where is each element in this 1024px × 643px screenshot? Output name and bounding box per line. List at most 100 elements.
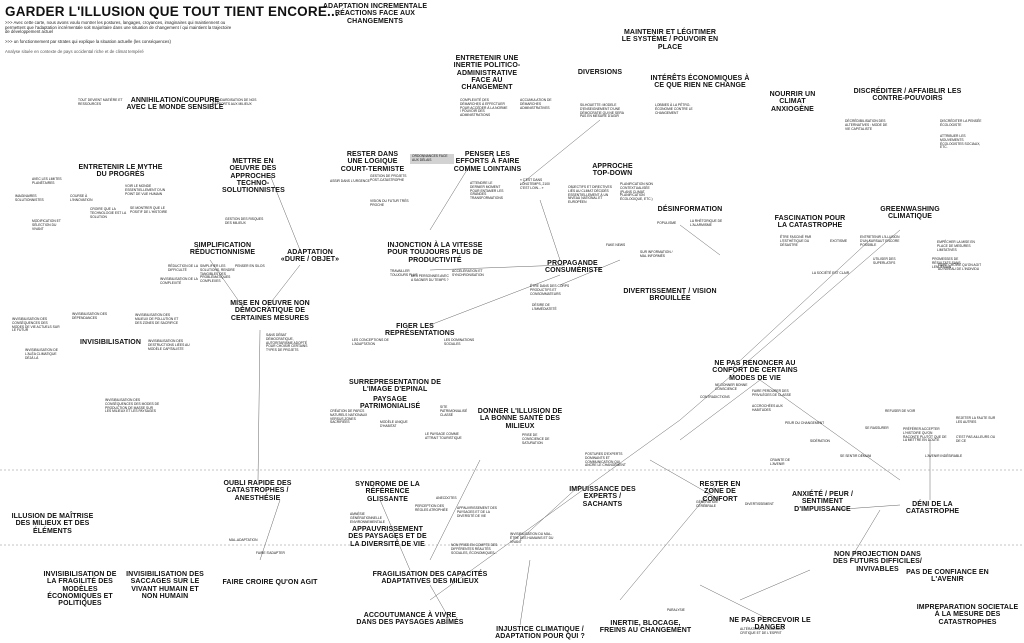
note-planification: PLANIFICATION NON CONTEXTUALISÉE (PLANS … bbox=[620, 182, 653, 202]
note-se-sentir-demuni: SE SENTIR DÉMUNI bbox=[840, 454, 872, 458]
node-fascination: FASCINATION POUR LA CATASTROPHE bbox=[774, 215, 846, 230]
note-acceleration: ACCÉLÉRATION ET SYNCHRONISATION bbox=[452, 269, 484, 277]
note-invisibilisation-alea: INVISIBILISATION DE L'ALÉA CLIMATIQUE DÉ… bbox=[25, 348, 58, 360]
node-figer: FIGER LES REPRÉSENTATIONS bbox=[385, 323, 455, 338]
node-adaptation-dure: ADAPTATION «DURE / OBJET» bbox=[280, 249, 340, 264]
node-diversions: DIVERSIONS bbox=[577, 69, 623, 76]
note-ne-donner-conscience: NE DONNER BONNE CONSCIENCE bbox=[715, 383, 748, 391]
note-cest-pas-ailleurs: C'EST PAS AILLEURS OU DE CE bbox=[956, 435, 996, 443]
note-penser-silos: PENSER EN SILOS bbox=[235, 264, 265, 268]
node-discrediter: DISCRÉDITER / AFFAIBLIR LES CONTRE-POUVO… bbox=[853, 88, 962, 103]
node-paysage-patrimonialise: PAYSAGE PATRIMONIALISÉ bbox=[360, 396, 421, 411]
note-lobbies: LOBBIES À LA PÉTRO-ÉCONOMIE CONTRE LE CH… bbox=[655, 103, 693, 115]
note-preferer-accepter: PRÉFÉRER ACCEPTER L'HISTOIRE QU'ON RACON… bbox=[903, 427, 947, 443]
node-rester-court-terme: RESTER DANS UNE LOGIQUE COURT-TERMISTE bbox=[340, 151, 405, 173]
note-empecher: EMPÊCHER LA MISE EN PLACE DE MESURES LIM… bbox=[937, 240, 975, 252]
node-oubli-rapide: OUBLI RAPIDE DES CATASTROPHES / ANESTHÉS… bbox=[223, 480, 292, 502]
note-faire-adapter: FAIRE S'ADAPTER bbox=[256, 551, 285, 555]
note-limites: AVEC LES LIMITES PLANÉTAIRES bbox=[32, 177, 62, 185]
note-modification: MODIFICATION ET SÉLECTION DU VIVANT bbox=[32, 219, 61, 231]
node-invisibilisation-saccages: INVISIBILISATION DES SACCAGES SUR LE VIV… bbox=[126, 571, 204, 601]
note-etre-dans: ÊTRE DANS DES CORPS PRODUCTIFS ET CONSOM… bbox=[530, 284, 570, 296]
node-invisibilisation: INVISIBILISATION bbox=[80, 339, 141, 346]
note-vision-monde: VOIR LE MONDE ESSENTIELLEMENT D'UN POINT… bbox=[125, 184, 166, 196]
note-invisibilisation-complexite: INVISIBILISATION DE LA COMPLEXITÉ bbox=[160, 277, 198, 285]
note-perception-regles: PERCEPTION DES RÈGLES ATROPHIÉE bbox=[415, 504, 448, 512]
note-rejeter-faute: REJETER LA FAUTE SUR LES AUTRES bbox=[956, 416, 996, 424]
note-peur-changement: PEUR DU CHANGEMENT bbox=[785, 421, 825, 425]
node-propagande: PROPAGANDE CONSUMÉRISTE bbox=[545, 260, 603, 275]
note-se-rassurer: SE RASSURER bbox=[865, 426, 889, 430]
node-surrepresentation: SURREPRESENTATION DE L'IMAGE D'EPINAL bbox=[349, 379, 441, 394]
node-anxiete: ANXIÉTÉ / PEUR / SENTIMENT D'IMPUISSANCE bbox=[791, 491, 854, 513]
node-accoutumance: ACCOUTUMANCE À VIVRE DANS DES PAYSAGES A… bbox=[356, 612, 464, 627]
note-generation: GÉNÉRATION CÉRÉBRALE bbox=[696, 500, 718, 508]
note-sur-information: SUR INFORMATION / MAL INFORMÉS bbox=[640, 250, 673, 258]
note-cest-dans: « C'EST DANS LONGTEMPS, 2100 C'EST LOIN.… bbox=[520, 178, 550, 190]
note-contradictions: CONTRADICTIONS bbox=[700, 395, 730, 399]
note-se-montrer: SE MONTRER QUE LE POSITIF DE L'HISTOIRE bbox=[130, 206, 168, 214]
node-ne-pas-percevoir: NE PAS PERCEVOIR LE DANGER bbox=[729, 617, 811, 632]
note-paralysie: PARALYSIE bbox=[667, 608, 685, 612]
note-site-patrimonial: SITE PATRIMONIALISÉ CLASSÉ bbox=[440, 405, 468, 417]
note-invisibilisation-destructions: INVISIBILISATION DES DESTRUCTIONS LIÉES … bbox=[148, 339, 190, 351]
node-faire-croire: FAIRE CROIRE QU'ON AGIT bbox=[222, 579, 318, 586]
node-nourrir-climat: NOURRIR UN CLIMAT ANXIOGÈNE bbox=[769, 91, 816, 113]
note-attribuer: ATTRIBUER LES MOUVEMENTS ÉCOLOGISTES SOC… bbox=[940, 134, 981, 150]
note-invisibilisation-consequences: INVISIBILISATION DES CONSÉQUENCES DES MO… bbox=[12, 317, 60, 333]
node-adaptation-incrementale: ADAPTATION INCREMENTALE RÉACTIONS FACE A… bbox=[322, 3, 428, 25]
note-imaginaires: IMAGINAIRES SOLUTIONNISTES bbox=[15, 194, 44, 202]
note-entretenir-illusion: ENTRETENIR L'ILLUSION D'UN SURSAUT ENCOR… bbox=[860, 235, 900, 247]
node-pas-confiance: PAS DE CONFIANCE EN L'AVENIR bbox=[906, 569, 989, 584]
note-populisme: POPULISME bbox=[657, 221, 677, 225]
note-ordonnances: ORDONNANCES FACE AUX DÉLAIS bbox=[410, 154, 454, 164]
node-rester-zone-confort: RESTER EN ZONE DE CONFORT bbox=[699, 481, 741, 503]
note-la-societe: LA SOCIÉTÉ EST CLAIR bbox=[812, 271, 850, 275]
note-discrediter-pensee: DISCRÉDITER LA PENSÉE ÉCOLOGISTE bbox=[940, 119, 982, 127]
node-divertissement: DIVERTISSEMENT / VISION BROUILLÉE bbox=[623, 288, 717, 303]
node-approche-top-down: APPROCHE TOP-DOWN bbox=[592, 163, 633, 178]
note-postures-experts: POSTURES D'EXPERTS DOMINANTS ET COMMUNIC… bbox=[585, 452, 626, 468]
note-vision-futur: VISION DU FUTUR TRÈS PROCHE bbox=[370, 199, 409, 207]
note-complexite: COMPLEXITÉ DES DÉMARCHES À EFFECTUER POU… bbox=[460, 98, 508, 118]
note-faire-perdurer: FAIRE PERDURER DES PRIVILÈGES DE CLASSE bbox=[752, 389, 792, 397]
node-non-projection: NON PROJECTION DANS DES FUTURS DIFFICILE… bbox=[833, 551, 922, 573]
node-ne-pas-renoncer: NE PAS RENONCER AU CONFORT DE CERTAINS M… bbox=[712, 360, 798, 382]
node-desinformation: DÉSINFORMATION bbox=[657, 206, 723, 213]
node-inertie-blocage: INERTIE, BLOCAGE, FREINS AU CHANGEMENT bbox=[599, 620, 692, 635]
header-strata-line: >>> un fonctionnement par strates qui ex… bbox=[5, 39, 171, 44]
note-croire-techno: CROIRE QUE LA TECHNOLOGIE EST LA SOLUTIO… bbox=[90, 207, 127, 219]
node-mettre-en-oeuvre-techno: METTRE EN OEUVRE DES APPROCHES TECHNO-SO… bbox=[222, 158, 285, 195]
note-des-personnes: DES PERSONNES AVEC A SAGNER DU TEMPS ? bbox=[411, 274, 449, 282]
note-invisibilisation-production: INVISIBILISATION DES CONSÉQUENCES DES MO… bbox=[105, 398, 160, 414]
note-decredibilisation: DÉCRÉDIBILISATION DES ALTERNATIVES : MOD… bbox=[845, 119, 888, 131]
note-reduction: RÉDUCTION DE LA DIFFICULTÉ bbox=[168, 264, 198, 272]
note-modele-unique: MODÈLE UNIQUE D'HABITAT bbox=[380, 420, 408, 428]
note-objectifs: OBJECTIFS ET DIRECTIVES LIÉS AU CLIMAT D… bbox=[568, 185, 612, 205]
note-alteration: ALTÉRATION DU JUGEMENT CRITIQUE ET DE L'… bbox=[740, 627, 785, 635]
note-invisibilisation-mal-etre: INVISIBILISATION DU MAL-ÊTRE DES HUMAINS… bbox=[510, 532, 554, 544]
note-silhouette: SILHOUETTE: MODELE D'ENSEIGNEMENT D'UNE … bbox=[580, 103, 624, 119]
note-accrochees: ACCROCHÉES AUX HABITUDES bbox=[752, 404, 783, 412]
header-context-line: Analyse située en contexte de pays occid… bbox=[5, 49, 144, 54]
node-interets-economiques: INTÉRÊTS ÉCONOMIQUES À CE QUE RIEN NE CH… bbox=[650, 75, 750, 90]
note-les-conceptions: LES CONCEPTIONS DE L'ADAPTATION bbox=[352, 338, 389, 346]
note-gestion-projets: GESTION DE PROJETS POST-CATASTROPHE bbox=[370, 174, 407, 182]
note-desire: DÉSIRE DE L'IMMÉDIATETÉ bbox=[532, 303, 557, 311]
header-intro-line: >>> Avec cette carte, nous avons voulu m… bbox=[5, 20, 232, 35]
note-les-dominations: LES DOMINATIONS SOCIALES bbox=[444, 338, 475, 346]
node-impreparation: IMPREPARATION SOCIETALE À LA MESURE DES … bbox=[916, 604, 1019, 626]
node-penser-efforts: PENSER LES EFFORTS À FAIRE COMME LOINTAI… bbox=[453, 151, 522, 173]
node-mise-en-oeuvre-non-democratique: MISE EN OEUVRE NON DÉMOCRATIQUE DE CERTA… bbox=[230, 300, 310, 322]
note-prise-conscience: PRISE DE CONSCIENCE DE SATURATION bbox=[522, 433, 550, 445]
note-gestion-risques: GESTION DES RISQUES DES MILIEUX bbox=[225, 217, 264, 225]
note-standardisation: STANDARDISATION DE NOS RAPPORTS AUX MILI… bbox=[212, 98, 257, 106]
node-donner-illusion: DONNER L'ILLUSION DE LA BONNE SANTÉ DES … bbox=[477, 408, 563, 430]
node-entretenir-mythe: ENTRETENIR LE MYTHE DU PROGRÈS bbox=[78, 164, 163, 179]
note-superlatifs: UTILISER DES SUPERLATIFS bbox=[873, 257, 896, 265]
note-creation-parcs: CRÉATION DE PARCS NATURELS NATIONAUX VER… bbox=[330, 409, 368, 425]
node-entretenir-inertie: ENTRETENIR UNE INERTIE POLITICO-ADMINIST… bbox=[453, 55, 521, 92]
note-divertissement: DIVERTISSEMENT bbox=[745, 502, 774, 506]
node-greenwashing: GREENWASHING CLIMATIQUE bbox=[880, 206, 940, 221]
page-title: GARDER L'ILLUSION QUE TOUT TIENT ENCORE.… bbox=[5, 4, 339, 19]
